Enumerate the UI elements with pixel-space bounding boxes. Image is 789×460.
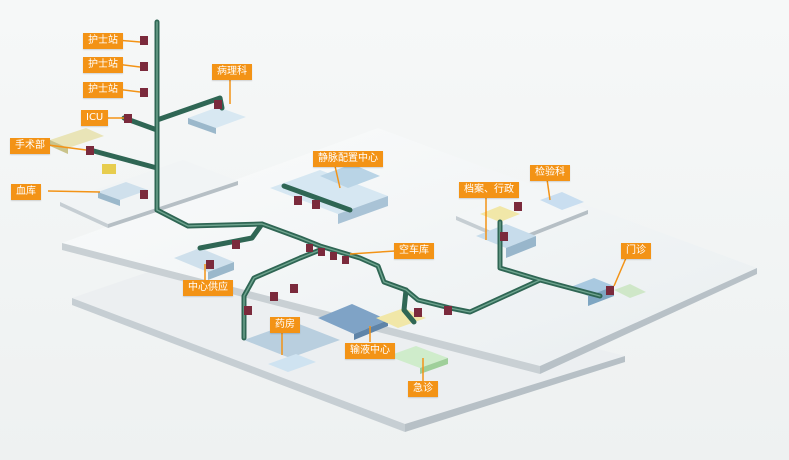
label-infusion-center: 输液中心 [345,343,395,359]
label-central-supply: 中心供应 [183,280,233,296]
label-outpatient: 门诊 [621,243,651,259]
label-empty-carrier-store: 空车库 [394,243,434,259]
label-operating-room: 手术部 [10,138,50,154]
label-emergency: 急诊 [408,381,438,397]
label-pathology: 病理科 [212,64,252,80]
tube-stations [86,36,614,317]
label-iv-admixture-center: 静脉配置中心 [313,151,383,167]
label-icu: ICU [81,110,109,126]
label-laboratory: 检验科 [530,165,570,181]
label-nurse-station-3: 护士站 [83,82,123,98]
label-records-admin: 档案、行政 [459,182,519,198]
label-nurse-station-2: 护士站 [83,57,123,73]
label-leader-lines [47,39,627,381]
floor-upper [60,160,238,228]
label-pharmacy: 药房 [270,317,300,333]
label-blood-bank: 血库 [11,184,41,200]
label-nurse-station-1: 护士站 [83,33,123,49]
